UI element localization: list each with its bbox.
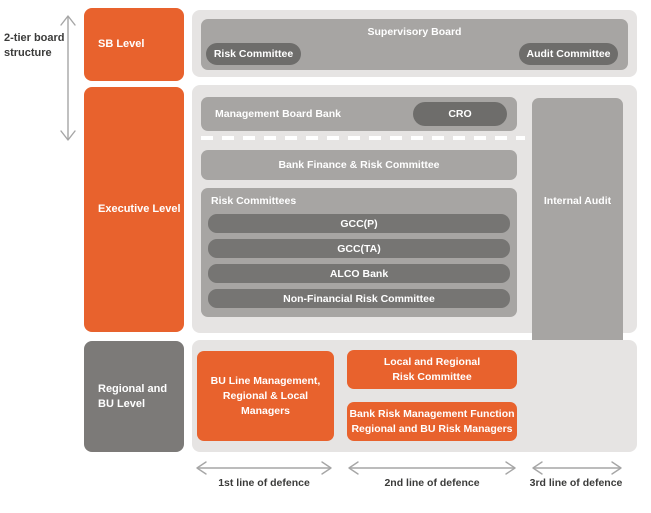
risk-committee-box: Risk Committee bbox=[206, 43, 301, 65]
sb-level-label: SB Level bbox=[98, 38, 145, 50]
third-line-double-arrow-icon bbox=[532, 461, 622, 475]
management-board-bank-panel: Management Board Bank CRO bbox=[201, 97, 517, 131]
committee-row-gcc-ta: GCC(TA) bbox=[208, 239, 510, 258]
second-line-double-arrow-icon bbox=[348, 461, 516, 475]
bank-finance-risk-committee-box: Bank Finance & Risk Committee bbox=[201, 150, 517, 180]
cro-box: CRO bbox=[413, 102, 507, 126]
bu-line-management-box: BU Line Management, Regional & Local Man… bbox=[197, 351, 334, 441]
first-line-of-defence-label: 1st line of defence bbox=[218, 477, 310, 489]
committee-row-alco-bank: ALCO Bank bbox=[208, 264, 510, 283]
third-line-of-defence-label: 3rd line of defence bbox=[529, 477, 623, 489]
vertical-double-arrow-icon bbox=[60, 15, 76, 141]
executive-level-label: Executive Level bbox=[98, 203, 181, 215]
audit-committee-box: Audit Committee bbox=[519, 43, 618, 65]
regional-bu-level-label: Regional and BU Level bbox=[98, 382, 168, 410]
first-line-double-arrow-icon bbox=[196, 461, 332, 475]
risk-committees-label: Risk Committees bbox=[211, 195, 297, 207]
second-line-of-defence-label: 2nd line of defence bbox=[384, 477, 480, 489]
committee-row-gcc-p: GCC(P) bbox=[208, 214, 510, 233]
risk-committees-panel: Risk Committees GCC(P) GCC(TA) ALCO Bank… bbox=[201, 188, 517, 317]
management-board-bank-label: Management Board Bank bbox=[215, 108, 342, 120]
executive-level-box: Executive Level bbox=[84, 87, 184, 332]
dashed-separator bbox=[201, 136, 525, 140]
sb-level-box: SB Level bbox=[84, 8, 184, 81]
local-regional-risk-committee-box: Local and Regional Risk Committee bbox=[347, 350, 517, 389]
bank-risk-management-function-box: Bank Risk Management Function Regional a… bbox=[347, 402, 517, 441]
regional-bu-level-box: Regional and BU Level bbox=[84, 341, 184, 452]
supervisory-board-title: Supervisory Board bbox=[367, 26, 462, 38]
risk-committee-rows: GCC(P) GCC(TA) ALCO Bank Non-Financial R… bbox=[208, 214, 510, 314]
two-tier-board-label: 2-tier board structure bbox=[4, 32, 65, 59]
committee-row-non-financial: Non-Financial Risk Committee bbox=[208, 289, 510, 308]
supervisory-board-panel: Supervisory Board Risk Committee Audit C… bbox=[201, 19, 628, 70]
